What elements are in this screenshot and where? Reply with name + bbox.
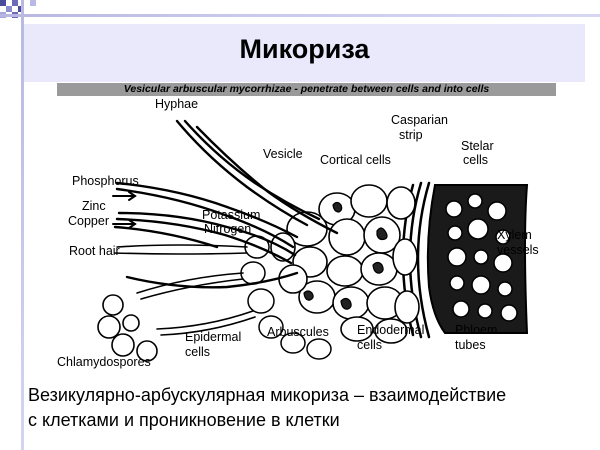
label-endodermal-cells-2: cells <box>357 338 383 352</box>
label-epidermal-cells-1: Epidermal <box>185 330 242 344</box>
label-vesicle: Vesicle <box>263 147 303 161</box>
slide-caption: Везикулярно-арбускулярная микориза – вза… <box>28 383 588 433</box>
label-chlamydospores: Chlamydospores <box>57 355 151 369</box>
caption-line-2: с клетками и проникновение в клетки <box>28 410 340 430</box>
nutrient-arrows <box>112 191 137 229</box>
label-copper: Copper <box>68 214 109 228</box>
title-band <box>24 24 585 82</box>
label-root-hair: Root hair <box>69 244 120 258</box>
label-xylem-vessels-1: Xylem <box>497 228 532 242</box>
mycorrhiza-figure: Vesicular arbuscular mycorrhizae - penet… <box>57 83 556 373</box>
label-arbuscules: Arbuscules <box>267 325 329 339</box>
top-accent-bar <box>0 14 600 17</box>
left-accent-bar <box>21 0 24 450</box>
label-nitrogen: Nitrogen <box>204 222 252 236</box>
label-casparian-strip-2: strip <box>399 128 423 142</box>
label-xylem-vessels-2: vessels <box>497 243 539 257</box>
chlamydospores <box>97 294 158 362</box>
label-zinc: Zinc <box>82 199 106 213</box>
label-phosphorus: Phosphorus <box>72 174 139 188</box>
figure-header: Vesicular arbuscular mycorrhizae - penet… <box>57 83 556 96</box>
label-phloem-tubes-1: Phloem <box>455 323 498 337</box>
root-cross-section-diagram <box>97 119 529 362</box>
stele-region <box>426 184 529 334</box>
slide-title: Микориза <box>239 34 370 64</box>
label-cortical-cells: Cortical cells <box>320 153 391 167</box>
hyphae <box>113 119 339 289</box>
label-endodermal-cells-1: Endodermal <box>357 323 425 337</box>
caption-line-1: Везикулярно-арбускулярная микориза – вза… <box>28 385 507 405</box>
label-potassium: Potassium <box>202 208 261 222</box>
label-epidermal-cells-2: cells <box>185 345 211 359</box>
arbuscules <box>303 201 388 310</box>
label-stelar-cells-1: Stelar <box>461 139 494 153</box>
label-phloem-tubes-2: tubes <box>455 338 486 352</box>
label-stelar-cells-2: cells <box>463 153 489 167</box>
corner-checker-decoration <box>0 0 36 18</box>
root-hairs <box>114 244 256 336</box>
label-hyphae: Hyphae <box>155 97 199 111</box>
label-casparian-strip-1: Casparian <box>391 113 448 127</box>
